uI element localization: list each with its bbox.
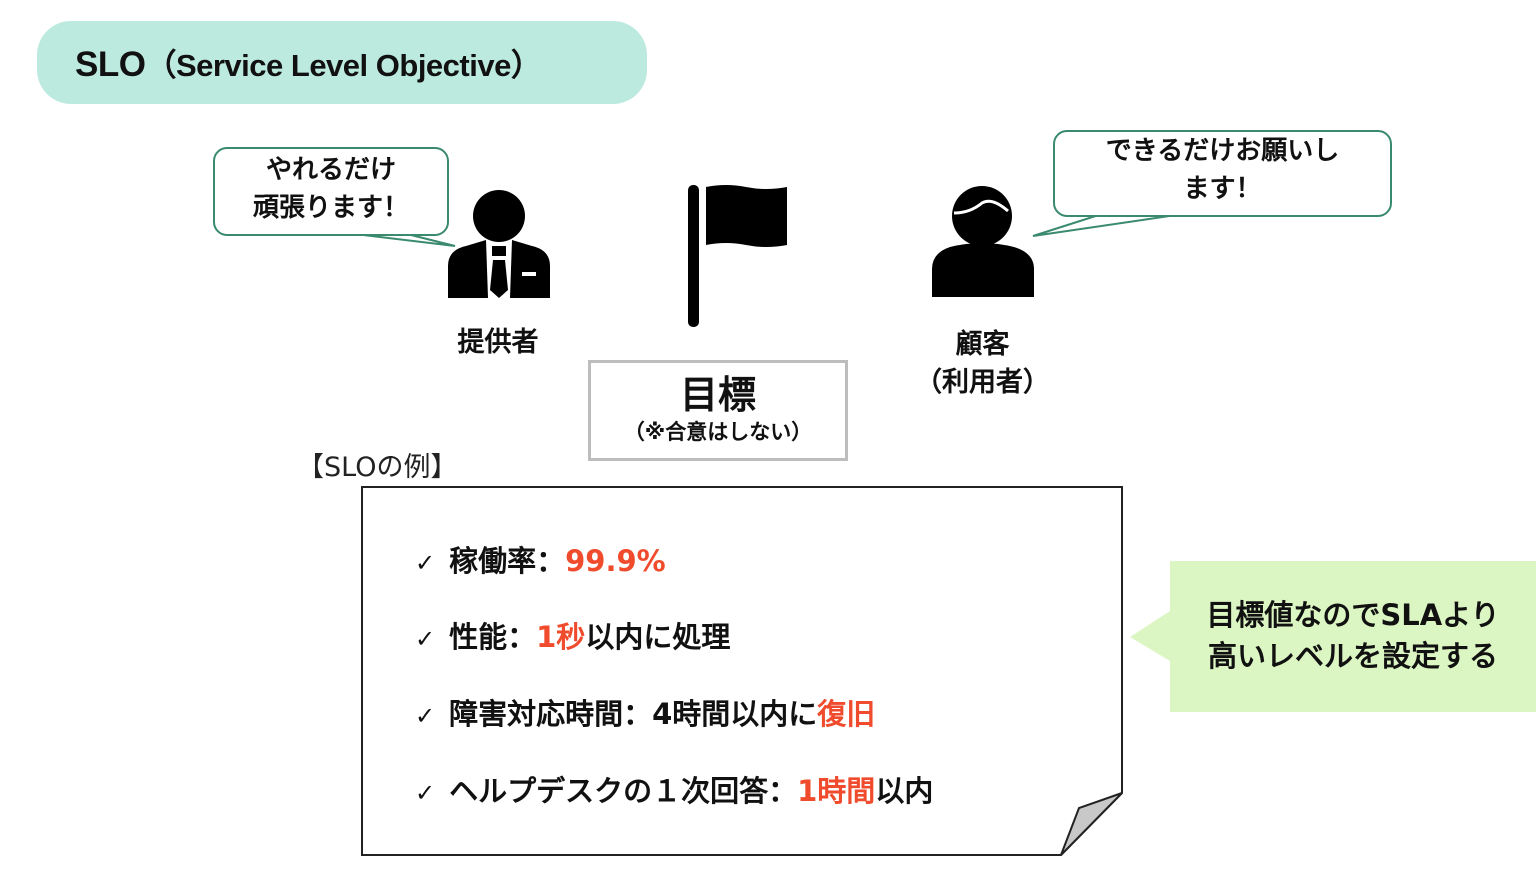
provider-speech-line1: やれるだけ (265, 155, 396, 185)
customer-label-line1: 顧客 (955, 329, 1010, 360)
item-highlight: 復旧 (817, 697, 876, 731)
page-title: SLO（Service Level Objective） (75, 40, 542, 85)
callout-line1: 目標値なのでSLAより (1206, 598, 1500, 632)
provider-label: 提供者 (457, 327, 539, 358)
item-label: 性能： (449, 620, 537, 654)
flag-icon (688, 185, 787, 327)
item-highlight: 99.9% (565, 544, 666, 578)
check-icon: ✓ (415, 625, 436, 653)
title-main: SLO (75, 45, 146, 84)
check-icon: ✓ (415, 779, 436, 807)
customer-speech-bubble: できるだけお願いし ます！ (1053, 130, 1392, 217)
customer-label-line2: （利用者） (915, 367, 1050, 398)
businessman-icon (448, 190, 550, 298)
callout-text: 目標値なのでSLAより 高いレベルを設定する (1170, 595, 1536, 677)
note-card-frame (361, 486, 1123, 856)
example-item: ✓ ヘルプデスクの１次回答：1時間以内 (415, 768, 933, 810)
item-highlight: 1時間 (797, 774, 876, 808)
person-icon (932, 186, 1034, 297)
item-label: ヘルプデスクの１次回答： (449, 774, 798, 808)
example-item: ✓ 性能：1秒以内に処理 (415, 614, 730, 656)
callout-shape (1130, 561, 1536, 712)
slo-examples-list: ✓稼働率：99.9% ✓性能：1秒以内に処理 ✓障害対応時間：4時間以内に復旧 … (361, 486, 1122, 855)
tail-joint (1107, 211, 1188, 215)
title-sub: （Service Level Objective） (145, 48, 542, 83)
item-highlight: 1秒 (536, 620, 586, 654)
goal-box: 目標 （※合意はしない） (588, 360, 848, 461)
example-item: ✓ 稼働率：99.9% (415, 538, 666, 580)
goal-note: （※合意はしない） (623, 420, 813, 444)
examples-heading: 【SLOの例】 (297, 452, 458, 483)
provider-speech-bubble: やれるだけ 頑張ります！ (213, 147, 449, 236)
callout-line2: 高いレベルを設定する (1207, 639, 1498, 673)
callout-note: 目標値なのでSLAより 高いレベルを設定する (1130, 561, 1536, 712)
example-item: ✓ 障害対応時間：4時間以内に復旧 (415, 691, 875, 733)
item-label: 稼働率： (449, 544, 566, 578)
check-icon: ✓ (415, 702, 436, 730)
goal-title: 目標 (679, 373, 756, 417)
item-rest: 以内 (875, 774, 934, 808)
item-rest: 以内に処理 (585, 620, 731, 654)
check-icon: ✓ (415, 549, 436, 577)
provider-speech-line2: 頑張ります！ (252, 193, 409, 223)
title-banner (37, 21, 647, 104)
tail-joint (332, 228, 394, 232)
customer-speech-line2: ます！ (1183, 174, 1262, 204)
item-label: 障害対応時間：4時間以内に (449, 697, 818, 731)
customer-label: 顧客 （利用者） (905, 326, 1060, 402)
customer-speech-line1: できるだけお願いし (1105, 136, 1340, 166)
